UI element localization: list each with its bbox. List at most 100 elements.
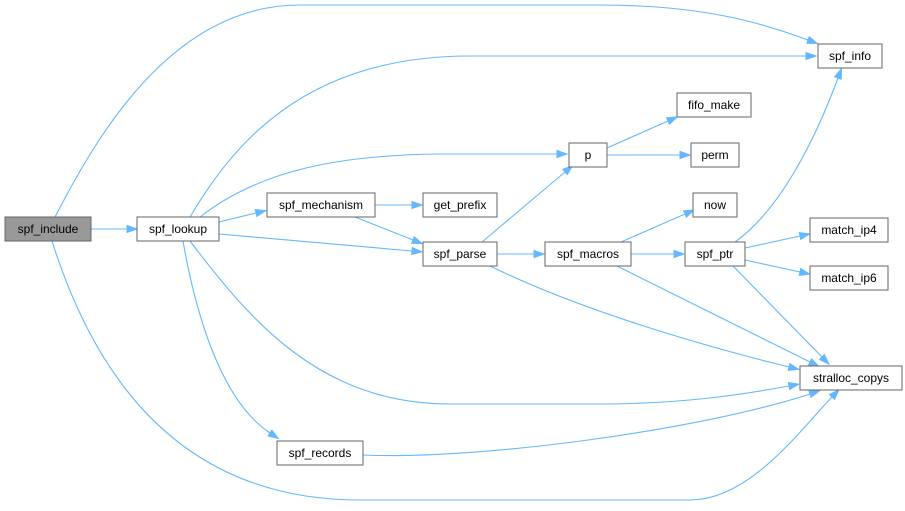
edge-line [218, 212, 257, 223]
edge-spf_ptr-to-match_ip4 [744, 231, 812, 249]
node-box[interactable] [568, 142, 608, 168]
node-spf-info[interactable]: spf_info [817, 43, 883, 69]
edge-spf_macros-to-stralloc_copys [616, 265, 821, 368]
edge-line [620, 213, 686, 243]
edge-spf_parse-to-spf_macros [497, 249, 546, 259]
edge-spf_lookup-to-spf_parse [218, 233, 424, 256]
node-get-prefix[interactable]: get_prefix [422, 192, 498, 218]
node-box[interactable] [692, 192, 738, 218]
edge-line [51, 240, 833, 501]
node-label: spf_mechanism [279, 198, 363, 212]
node-spf-macros[interactable]: spf_macros [544, 241, 632, 267]
node-label: spf_records [289, 446, 352, 460]
node-label: get_prefix [434, 198, 487, 212]
node-fifo-make[interactable]: fifo_make [676, 92, 752, 118]
node-spf-records[interactable]: spf_records [276, 440, 364, 466]
edge-line [606, 120, 669, 149]
edge-line [732, 265, 823, 358]
edge-line [616, 265, 811, 363]
node-box[interactable] [422, 241, 498, 267]
edge-spf_include-to-stralloc_copys [51, 240, 841, 501]
arrowhead [833, 67, 843, 80]
arrowhead [805, 51, 818, 61]
node-label: perm [701, 148, 728, 162]
arrowhead [411, 200, 424, 210]
node-box[interactable] [690, 142, 740, 168]
node-match-ip6[interactable]: match_ip6 [809, 265, 889, 291]
node-box[interactable] [276, 440, 364, 466]
node-box[interactable] [817, 43, 883, 69]
node-match-ip4[interactable]: match_ip4 [809, 217, 889, 243]
edge-spf_parse-to-p [481, 164, 574, 243]
node-now[interactable]: now [692, 192, 738, 218]
node-label: spf_info [829, 49, 871, 63]
edge-spf_ptr-to-spf_info [734, 67, 843, 243]
edge-spf_macros-to-spf_ptr [631, 249, 686, 259]
edge-spf_lookup-to-spf_records [182, 240, 280, 440]
node-label: match_ip4 [821, 223, 877, 237]
node-label: now [704, 198, 726, 212]
arrowhead [787, 362, 801, 371]
node-p[interactable]: p [568, 142, 608, 168]
node-label: stralloc_copys [813, 371, 889, 385]
node-spf-lookup[interactable]: spf_lookup [136, 216, 220, 242]
node-box[interactable] [136, 216, 220, 242]
node-box[interactable] [799, 365, 903, 391]
edge-line [734, 77, 839, 243]
node-label: fifo_make [688, 98, 740, 112]
edge-spf_lookup-to-spf_mechanism [218, 209, 268, 223]
node-spf-ptr[interactable]: spf_ptr [684, 241, 746, 267]
edges-layer [51, 4, 843, 501]
edge-spf_lookup-to-stralloc_copys [189, 240, 801, 405]
arrowhead [254, 209, 268, 218]
edge-line [218, 233, 413, 252]
edge-line [481, 171, 566, 243]
node-label: spf_lookup [149, 222, 207, 236]
arrowhead [808, 390, 821, 399]
edge-spf_mechanism-to-get_prefix [375, 200, 424, 210]
edge-p-to-perm [607, 150, 692, 160]
node-box[interactable] [422, 192, 498, 218]
arrowhead [798, 231, 812, 241]
arrowhead [807, 358, 821, 368]
edge-line [54, 4, 809, 218]
node-spf-parse[interactable]: spf_parse [422, 241, 498, 267]
edge-line [199, 153, 557, 218]
edge-spf_include-to-spf_lookup [91, 224, 139, 234]
node-label: match_ip6 [821, 271, 877, 285]
edge-line [744, 259, 801, 273]
edge-p-to-fifo_make [606, 116, 679, 149]
edge-spf_include-to-spf_info [54, 4, 819, 218]
arrowhead [673, 249, 686, 259]
edge-line [189, 240, 790, 405]
arrowhead [818, 353, 831, 366]
node-spf-include[interactable]: spf_include [4, 216, 92, 242]
node-box[interactable] [809, 217, 889, 243]
arrowhead [798, 267, 812, 277]
node-label: p [585, 148, 592, 162]
node-box[interactable] [266, 192, 376, 218]
edge-spf_ptr-to-match_ip6 [744, 259, 812, 277]
arrowhead [533, 249, 546, 259]
node-box[interactable] [809, 265, 889, 291]
arrowhead [126, 224, 139, 234]
arrowhead [267, 429, 280, 440]
node-spf-mechanism[interactable]: spf_mechanism [266, 192, 376, 218]
arrowhead [806, 35, 819, 45]
arrowhead [665, 116, 679, 126]
node-label: spf_include [18, 222, 79, 236]
edge-line [744, 235, 801, 249]
node-box[interactable] [544, 241, 632, 267]
node-stralloc-copys[interactable]: stralloc_copys [799, 365, 903, 391]
node-label: spf_ptr [697, 247, 734, 261]
edge-spf_parse-to-stralloc_copys [489, 265, 801, 371]
edge-spf_mechanism-to-spf_parse [354, 216, 424, 245]
edge-line [354, 216, 414, 241]
edge-spf_macros-to-now [620, 209, 696, 243]
node-box[interactable] [684, 241, 746, 267]
node-box[interactable] [4, 216, 92, 242]
edge-line [362, 393, 811, 457]
node-perm[interactable]: perm [690, 142, 740, 168]
node-box[interactable] [676, 92, 752, 118]
